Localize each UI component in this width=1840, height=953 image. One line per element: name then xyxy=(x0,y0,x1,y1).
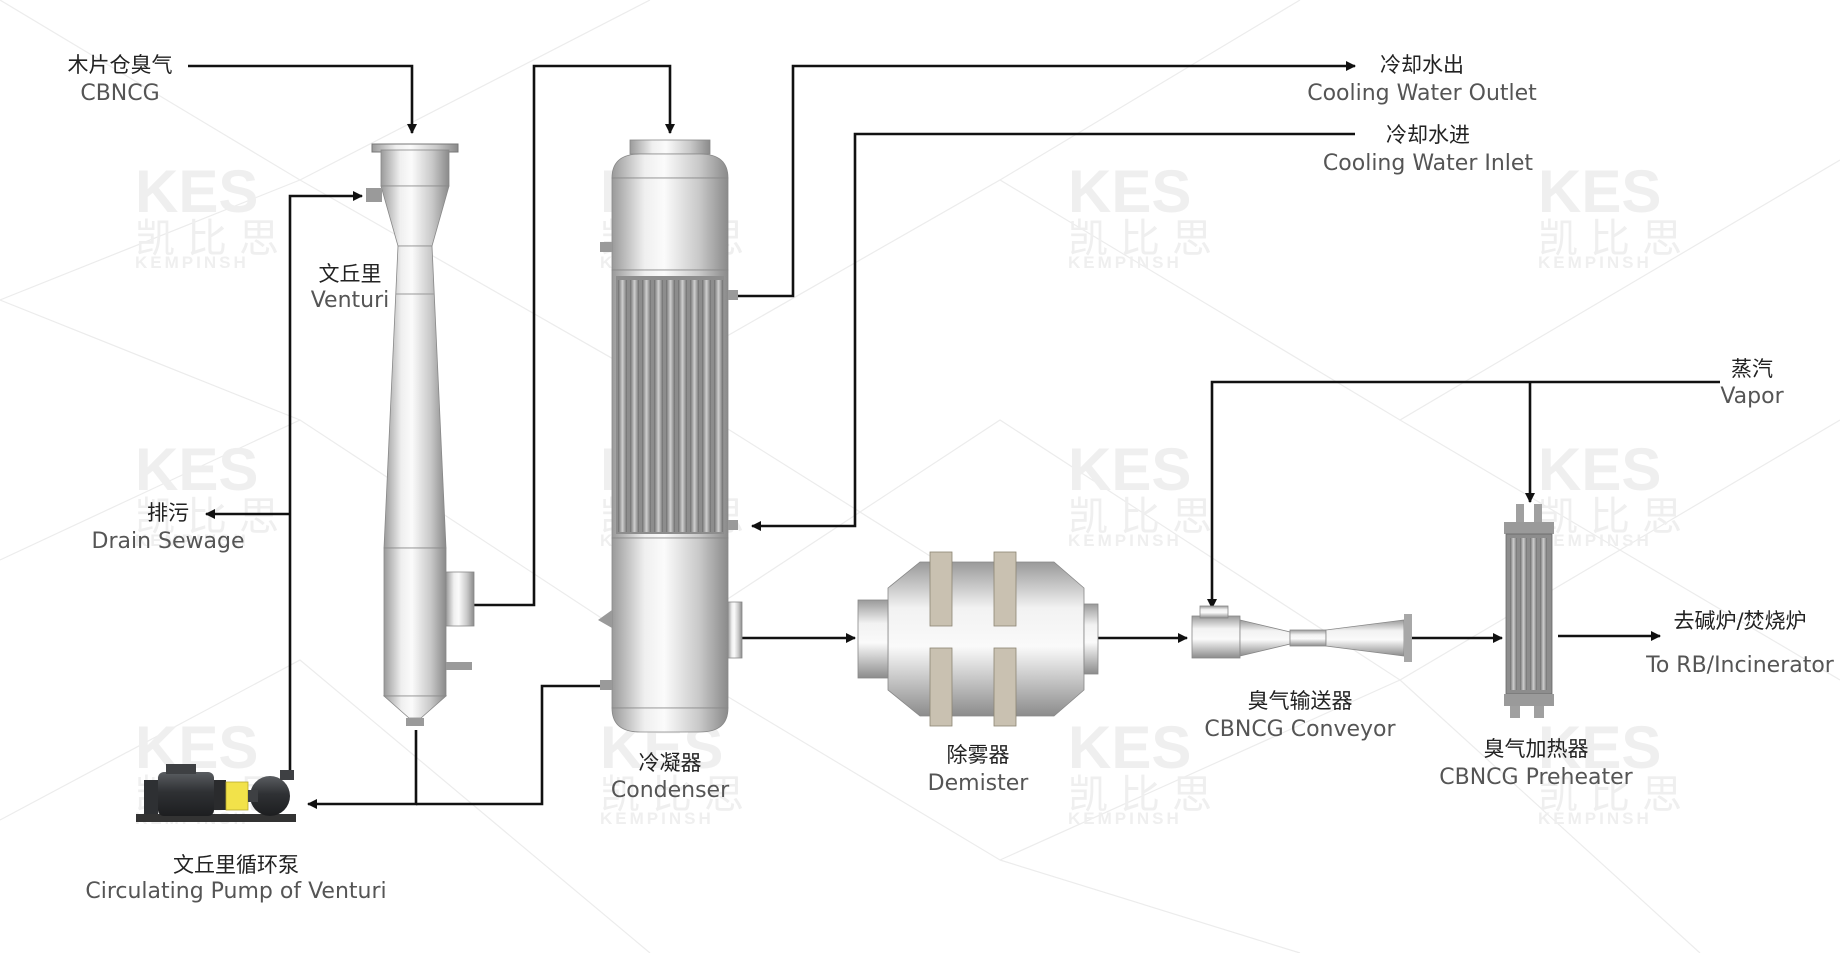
watermark-8: KES 凯比思 KEMPINSH xyxy=(1538,436,1694,550)
svg-text:Cooling Water Outlet: Cooling Water Outlet xyxy=(1307,81,1537,106)
svg-text:CBNCG: CBNCG xyxy=(80,81,159,106)
svg-text:KEMPINSH: KEMPINSH xyxy=(1068,253,1182,272)
cooling-water-outlet-line xyxy=(736,61,1356,298)
watermark-1: KES 凯比思 KEMPINSH xyxy=(135,158,291,272)
watermark-11: KES 凯比思 KEMPINSH xyxy=(1068,714,1224,828)
pump-recirculation-line xyxy=(288,191,363,780)
label-cbncg-in: 木片仓臭气 CBNCG xyxy=(68,53,173,106)
label-outlet: 去碱炉/焚烧炉 To RB/Incinerator xyxy=(1645,609,1835,678)
svg-text:KEMPINSH: KEMPINSH xyxy=(1538,531,1652,550)
label-conveyor: 臭气输送器 CBNCG Conveyor xyxy=(1204,689,1396,742)
svg-text:凯比思: 凯比思 xyxy=(1538,772,1694,818)
cbncg-conveyor xyxy=(1191,605,1412,662)
flow-lines xyxy=(188,61,1720,809)
svg-text:除雾器: 除雾器 xyxy=(947,743,1010,767)
svg-text:冷却水进: 冷却水进 xyxy=(1386,123,1470,147)
condenser-vessel xyxy=(598,139,743,733)
svg-text:Vapor: Vapor xyxy=(1720,384,1784,409)
svg-text:KES: KES xyxy=(1068,714,1191,781)
label-venturi: 文丘里 Venturi xyxy=(311,262,390,313)
svg-text:To RB/Incinerator: To RB/Incinerator xyxy=(1645,653,1835,678)
cbncg-inlet-line xyxy=(188,64,417,134)
venturi-vessel xyxy=(366,143,475,726)
svg-text:凯比思: 凯比思 xyxy=(1538,216,1694,262)
svg-text:Demister: Demister xyxy=(928,771,1030,796)
venturi-to-condenser-line xyxy=(474,64,675,607)
cbncg-preheater xyxy=(1504,504,1554,718)
svg-text:KEMPINSH: KEMPINSH xyxy=(1068,809,1182,828)
label-drain-sewage: 排污 Drain Sewage xyxy=(92,501,245,554)
svg-text:KES: KES xyxy=(1068,436,1191,503)
svg-text:KES: KES xyxy=(1538,436,1661,503)
svg-text:去碱炉/焚烧炉: 去碱炉/焚烧炉 xyxy=(1673,609,1806,633)
svg-text:排污: 排污 xyxy=(147,501,189,525)
watermark-3: KES 凯比思 KEMPINSH xyxy=(1068,158,1224,272)
svg-text:Venturi: Venturi xyxy=(311,288,390,313)
svg-text:Condenser: Condenser xyxy=(611,778,730,803)
cooling-water-inlet-line xyxy=(751,132,1355,531)
svg-text:凯比思: 凯比思 xyxy=(135,216,291,262)
svg-text:Circulating Pump of Venturi: Circulating Pump of Venturi xyxy=(85,879,386,904)
svg-text:KEMPINSH: KEMPINSH xyxy=(1538,253,1652,272)
svg-text:KEMPINSH: KEMPINSH xyxy=(135,253,249,272)
svg-text:KES: KES xyxy=(135,714,258,781)
label-cooling-water-inlet: 冷却水进 Cooling Water Inlet xyxy=(1323,123,1534,176)
label-condenser: 冷凝器 Condenser xyxy=(611,751,730,803)
svg-text:KES: KES xyxy=(1068,158,1191,225)
watermark-5: KES 凯比思 KEMPINSH xyxy=(135,436,279,550)
circulating-pump xyxy=(136,764,296,822)
svg-text:Cooling Water Inlet: Cooling Water Inlet xyxy=(1323,151,1534,176)
venturi-bottom-to-pump-line xyxy=(307,730,418,809)
svg-text:凯比思: 凯比思 xyxy=(1068,772,1224,818)
svg-text:KES: KES xyxy=(135,158,258,225)
svg-text:KEMPINSH: KEMPINSH xyxy=(1538,809,1652,828)
svg-text:冷却水出: 冷却水出 xyxy=(1380,53,1464,77)
label-preheater: 臭气加热器 CBNCG Preheater xyxy=(1439,737,1633,790)
label-pump: 文丘里循环泵 Circulating Pump of Venturi xyxy=(85,853,386,904)
svg-text:KES: KES xyxy=(135,436,258,503)
svg-text:凯比思: 凯比思 xyxy=(1068,494,1224,540)
svg-text:Drain Sewage: Drain Sewage xyxy=(92,529,245,554)
svg-text:凯比思: 凯比思 xyxy=(600,772,756,818)
watermark-12: KES 凯比思 KEMPINSH xyxy=(1538,714,1694,828)
svg-text:文丘里: 文丘里 xyxy=(319,262,382,286)
svg-text:KEMPINSH: KEMPINSH xyxy=(135,531,249,550)
label-cooling-water-outlet: 冷却水出 Cooling Water Outlet xyxy=(1307,53,1537,106)
svg-text:KES: KES xyxy=(1538,158,1661,225)
svg-text:臭气输送器: 臭气输送器 xyxy=(1248,689,1353,713)
label-demister: 除雾器 Demister xyxy=(928,743,1030,796)
svg-text:KEMPINSH: KEMPINSH xyxy=(600,809,714,828)
svg-text:凯比思: 凯比思 xyxy=(1538,494,1694,540)
svg-text:木片仓臭气: 木片仓臭气 xyxy=(68,53,173,77)
watermark-4: KES 凯比思 KEMPINSH xyxy=(1538,158,1694,272)
svg-text:文丘里循环泵: 文丘里循环泵 xyxy=(173,853,299,877)
svg-text:KEMPINSH: KEMPINSH xyxy=(1068,531,1182,550)
condenser-bottom-to-pump-line xyxy=(416,684,610,806)
svg-text:凯比思: 凯比思 xyxy=(1068,216,1224,262)
svg-text:KES: KES xyxy=(1538,714,1661,781)
demister-vessel xyxy=(857,551,1099,727)
svg-text:CBNCG Conveyor: CBNCG Conveyor xyxy=(1204,717,1396,742)
watermark-7: KES 凯比思 KEMPINSH xyxy=(1068,436,1224,550)
svg-text:臭气加热器: 臭气加热器 xyxy=(1484,737,1589,761)
label-vapor: 蒸汽 Vapor xyxy=(1720,357,1784,409)
condenser-tube-bundle xyxy=(618,280,723,532)
vapor-header-line xyxy=(1207,380,1720,609)
svg-text:蒸汽: 蒸汽 xyxy=(1731,357,1773,381)
svg-text:冷凝器: 冷凝器 xyxy=(639,751,702,775)
svg-text:CBNCG Preheater: CBNCG Preheater xyxy=(1439,765,1633,790)
